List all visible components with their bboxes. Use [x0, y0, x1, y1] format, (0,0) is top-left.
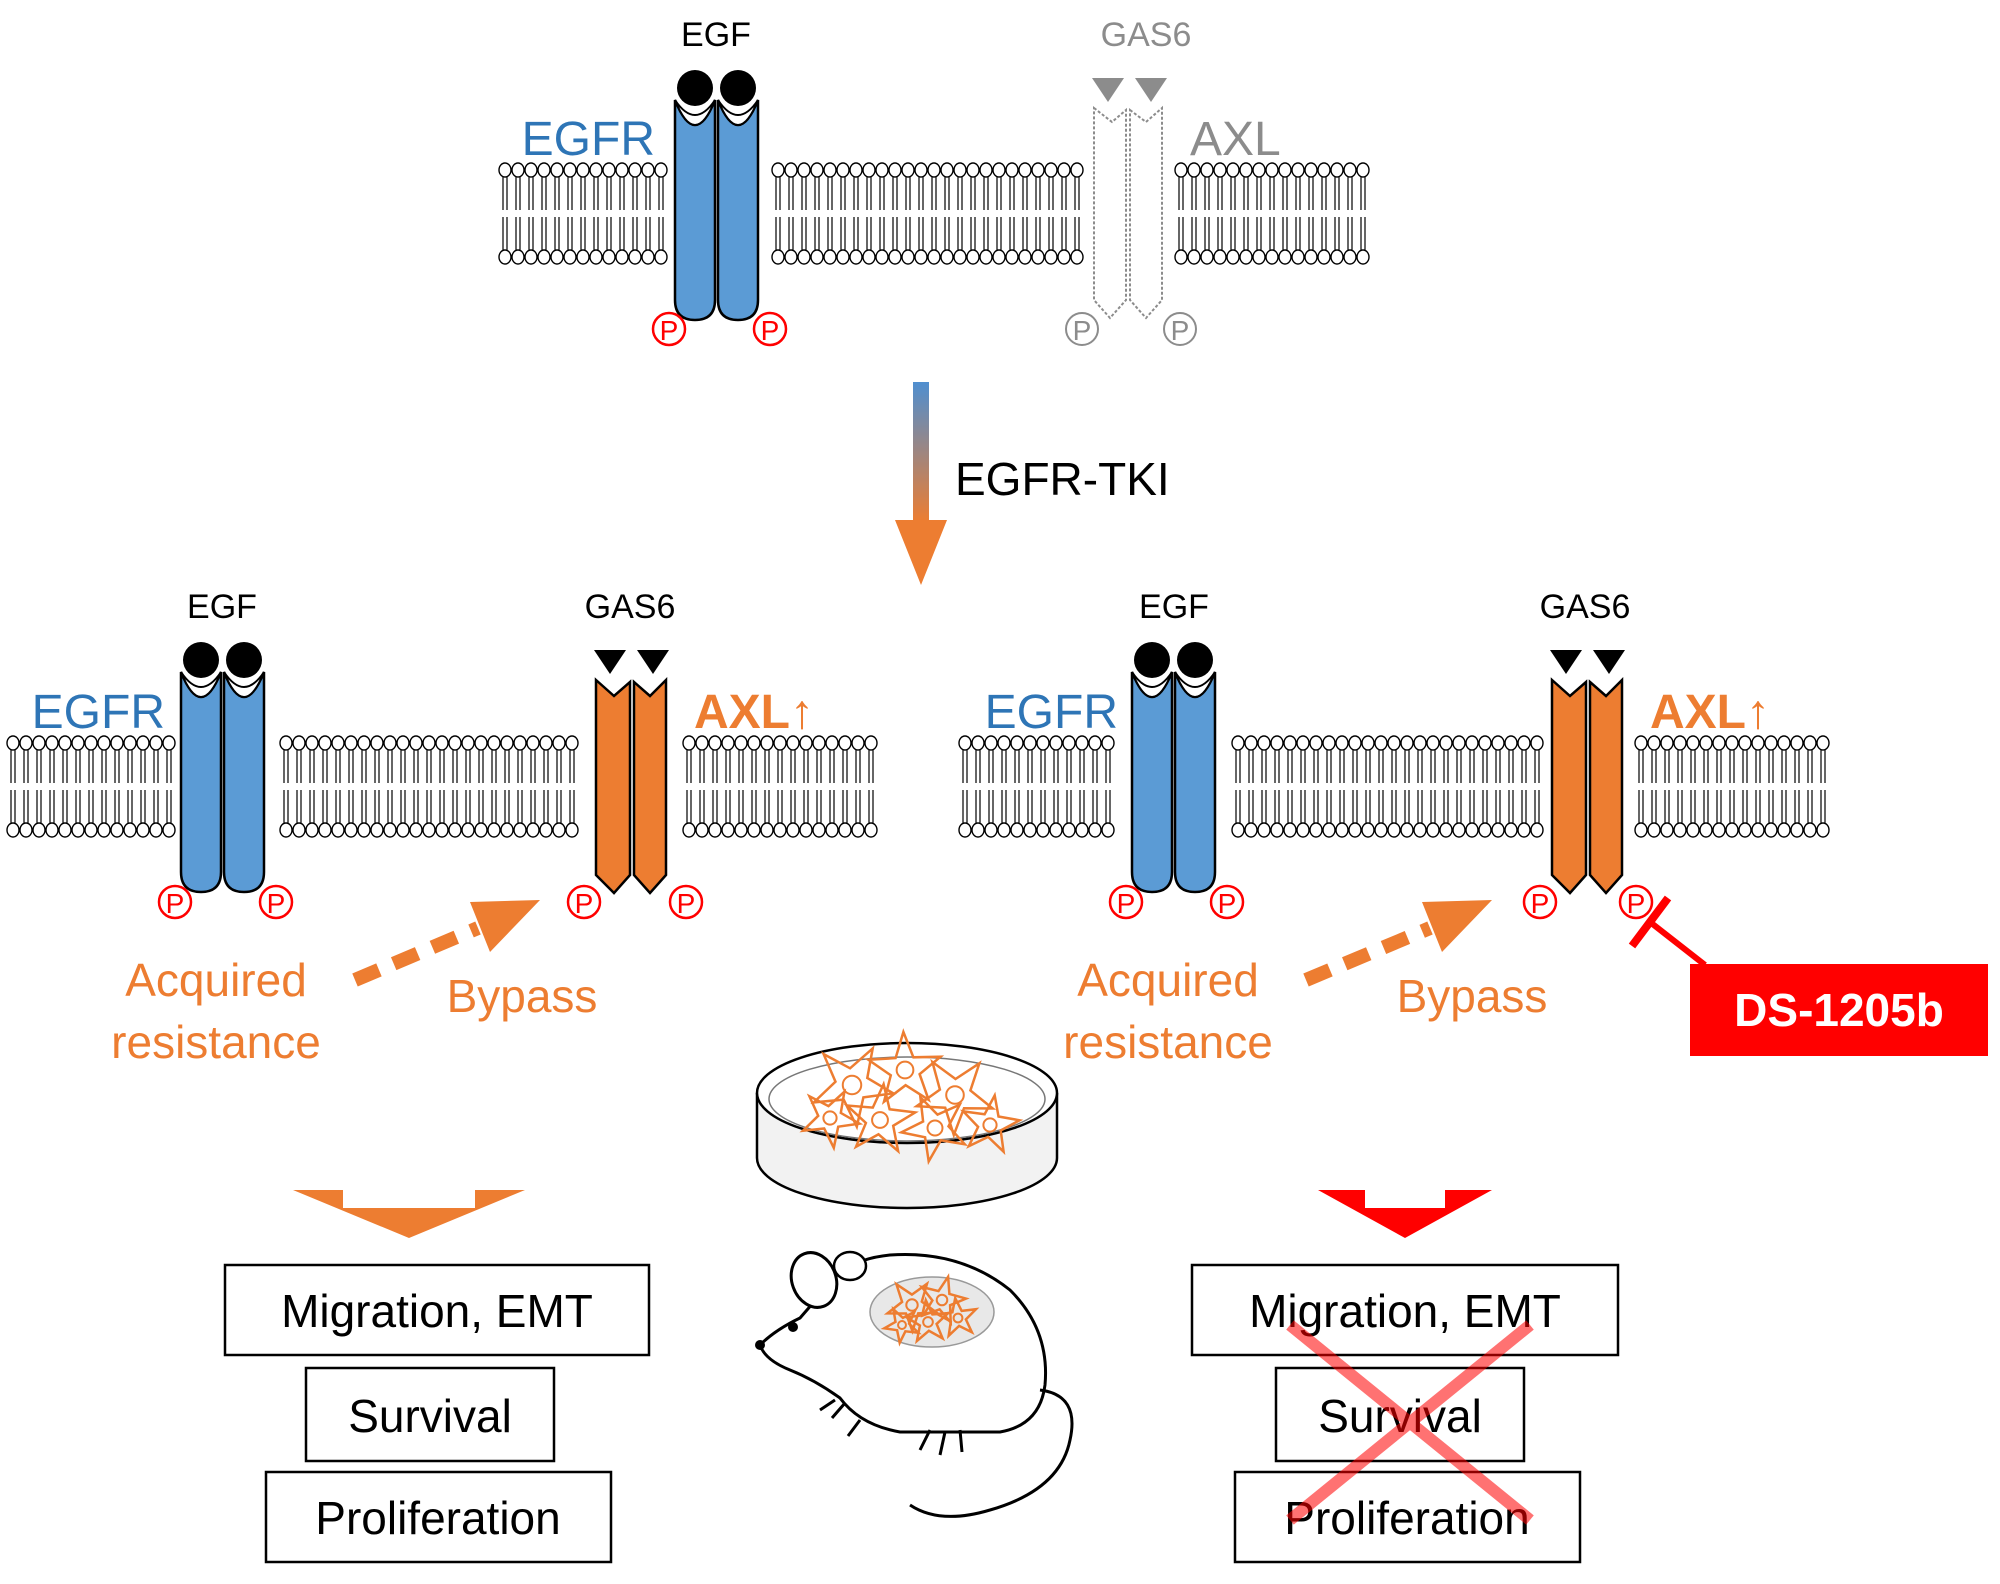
outcome-migration-emt: Migration, EMT — [281, 1285, 593, 1337]
gas6-ligand-icon — [1593, 650, 1625, 674]
mouse-icon — [755, 1250, 1074, 1518]
outcome-survival: Survival — [348, 1390, 512, 1442]
bypass-label: Bypass — [447, 970, 598, 1022]
svg-text:P: P — [1117, 888, 1136, 919]
gas6-ligand-icon — [1092, 78, 1124, 102]
outcome-proliferation: Proliferation — [315, 1492, 560, 1544]
egfr-receptor-icon — [1130, 671, 1217, 894]
blocked-cross-icon — [1286, 1320, 1534, 1525]
outcome-box: Migration, EMT — [223, 1263, 651, 1357]
downstream-arrow-icon — [1318, 1190, 1492, 1238]
resistance-label-line2: resistance — [111, 1016, 321, 1068]
gas6-ligand-icon — [594, 650, 626, 674]
phospho-site-icon: P — [668, 884, 704, 920]
egf-ligand-icon — [720, 70, 756, 106]
downstream-arrow-icon — [293, 1190, 525, 1238]
svg-text:P: P — [1218, 888, 1237, 919]
phospho-site-icon: P — [258, 884, 294, 920]
resistance-label-line1: Acquired — [125, 954, 307, 1006]
egf-ligand-icon — [226, 642, 262, 678]
inhibitor-badge: DS-1205b — [1690, 964, 1988, 1056]
svg-text:P: P — [575, 888, 594, 919]
cancer-cell-icon — [799, 1028, 1024, 1166]
egfr-label: EGFR — [522, 113, 655, 166]
outcome-box: Survival — [304, 1366, 556, 1463]
axl-upregulated-label: AXL↑ — [1650, 686, 1770, 739]
tki-arrow-head — [895, 520, 947, 585]
lipid-bilayer — [498, 162, 1370, 265]
gas6-ligand-icon — [637, 650, 669, 674]
inhibitor-label: DS-1205b — [1734, 984, 1944, 1036]
top-panel: EGF EGFR P P GAS6 AXL P — [522, 16, 1281, 347]
axl-receptor-icon — [1550, 676, 1624, 895]
bypass-dashed-arrow — [352, 900, 540, 987]
egfr-receptor-icon — [179, 671, 266, 894]
axl-receptor-icon — [1093, 105, 1163, 320]
svg-text:P: P — [267, 888, 286, 919]
egf-ligand-icon — [677, 70, 713, 106]
outcome-box: Migration, EMT — [1190, 1263, 1620, 1357]
egfr-receptor-icon — [673, 99, 760, 322]
svg-text:P: P — [1531, 888, 1550, 919]
axl-upregulated-label: AXL↑ — [694, 686, 814, 739]
lipid-bilayer — [6, 735, 878, 838]
inhibition-line — [1628, 895, 1707, 968]
tki-arrow-shaft — [913, 382, 929, 522]
phospho-site-icon: P — [1065, 312, 1099, 346]
phospho-site-icon: P — [1108, 884, 1144, 920]
outcome-box: Proliferation — [264, 1470, 613, 1564]
egfr-label: EGFR — [32, 686, 165, 739]
egf-ligand-icon — [1177, 642, 1213, 678]
svg-text:P: P — [1073, 315, 1092, 346]
gas6-ligand-icon — [1135, 78, 1167, 102]
svg-text:P: P — [677, 888, 696, 919]
egfr-label: EGFR — [985, 686, 1118, 739]
petri-dish-icon — [755, 1028, 1059, 1210]
phospho-site-icon: P — [651, 311, 687, 347]
svg-text:P: P — [660, 315, 679, 346]
gas6-ligand-icon — [1550, 650, 1582, 674]
egf-label: EGF — [681, 16, 751, 54]
egf-ligand-icon — [183, 642, 219, 678]
lipid-bilayer — [958, 735, 1830, 838]
svg-text:P: P — [1627, 888, 1646, 919]
bypass-dashed-arrow — [1303, 900, 1492, 987]
left-panel: EGF EGFR P P GAS6 AXL↑ P — [32, 588, 814, 1564]
gas6-label: GAS6 — [585, 588, 676, 626]
phospho-site-icon: P — [157, 884, 193, 920]
egf-label: EGF — [1139, 588, 1209, 626]
phospho-site-icon: P — [752, 311, 788, 347]
resistance-label-line2: resistance — [1063, 1016, 1273, 1068]
bypass-label: Bypass — [1397, 970, 1548, 1022]
resistance-label-line1: Acquired — [1077, 954, 1259, 1006]
outcome-proliferation: Proliferation — [1284, 1492, 1529, 1544]
svg-text:P: P — [166, 888, 185, 919]
phospho-site-icon: P — [1209, 884, 1245, 920]
gas6-label: GAS6 — [1540, 588, 1631, 626]
phospho-site-icon: P — [1618, 884, 1654, 920]
axl-label: AXL — [1190, 113, 1281, 166]
phospho-site-icon: P — [1163, 312, 1197, 346]
phospho-site-icon: P — [566, 884, 602, 920]
svg-text:P: P — [761, 315, 780, 346]
cancer-cell-icon — [880, 1273, 980, 1347]
cell-membranes — [6, 162, 1830, 838]
axl-receptor-icon — [594, 676, 668, 895]
egf-label: EGF — [187, 588, 257, 626]
svg-text:P: P — [1171, 315, 1190, 346]
tki-label: EGFR-TKI — [955, 453, 1170, 505]
phospho-site-icon: P — [1522, 884, 1558, 920]
gas6-label: GAS6 — [1101, 16, 1192, 54]
tki-treatment-arrow: EGFR-TKI — [895, 382, 1170, 585]
right-panel: EGF EGFR P P GAS6 AXL↑ P — [985, 588, 1988, 1564]
egf-ligand-icon — [1134, 642, 1170, 678]
